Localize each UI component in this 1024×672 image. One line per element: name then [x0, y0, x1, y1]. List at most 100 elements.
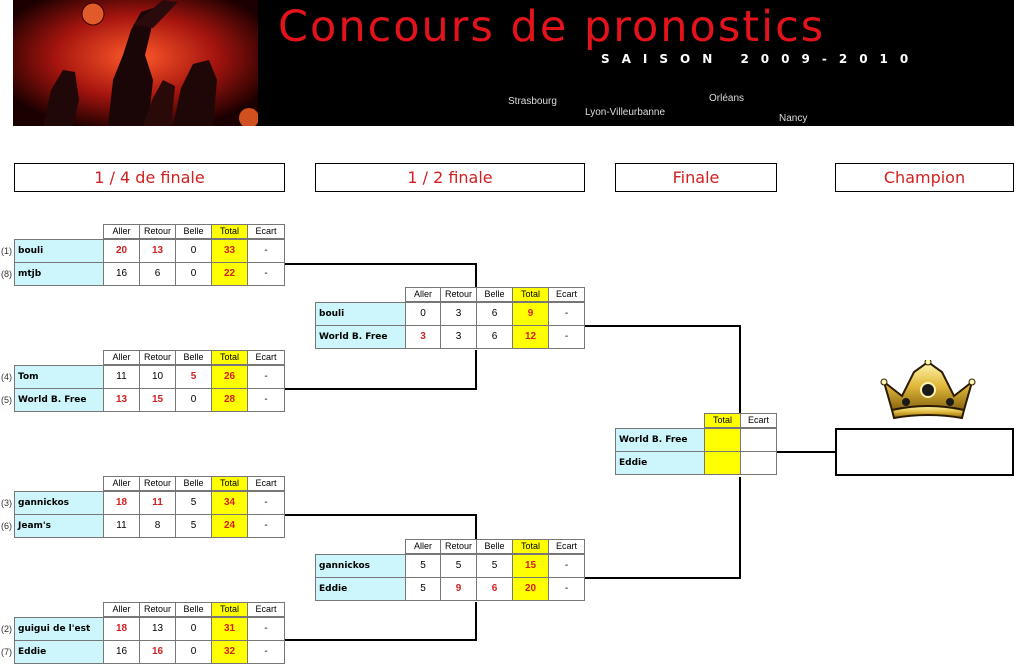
player-name: bouli — [14, 239, 104, 263]
player-name: World B. Free — [615, 428, 705, 452]
score-belle: 6 — [476, 302, 513, 326]
player-name: gannickos — [14, 491, 104, 515]
score-total: 22 — [211, 262, 248, 286]
header-banner: Concours de pronostics SAISON 2009-2010 … — [13, 0, 1014, 126]
player-name: gannickos — [315, 554, 406, 578]
score-aller: 20 — [103, 239, 140, 263]
player-name: World B. Free — [14, 388, 104, 412]
col-belle: Belle — [175, 350, 212, 365]
score-aller: 16 — [103, 262, 140, 286]
score-belle: 0 — [175, 262, 212, 286]
col-aller: Aller — [405, 539, 441, 554]
score-aller: 5 — [405, 577, 441, 601]
score-total — [704, 428, 741, 452]
col-retour: Retour — [139, 224, 176, 239]
col-retour: Retour — [139, 602, 176, 617]
seed-label: (4) — [1, 372, 12, 382]
score-total: 33 — [211, 239, 248, 263]
score-aller: 16 — [103, 640, 140, 664]
score-ecart: - — [247, 514, 285, 538]
score-retour: 3 — [440, 302, 477, 326]
score-belle: 5 — [476, 554, 513, 578]
score-total — [704, 451, 741, 475]
col-retour: Retour — [440, 287, 477, 302]
score-retour: 5 — [440, 554, 477, 578]
score-retour: 8 — [139, 514, 176, 538]
banner-title: Concours de pronostics — [278, 2, 826, 52]
col-aller: Aller — [103, 350, 140, 365]
player-name: Jeam's — [14, 514, 104, 538]
col-aller: Aller — [103, 224, 140, 239]
score-total: 26 — [211, 365, 248, 389]
score-total: 31 — [211, 617, 248, 641]
score-ecart: - — [247, 388, 285, 412]
score-ecart: - — [548, 325, 585, 349]
score-aller: 5 — [405, 554, 441, 578]
score-retour: 16 — [139, 640, 176, 664]
col-ecart: Ecart — [247, 602, 285, 617]
col-total: Total — [704, 413, 741, 428]
score-total: 32 — [211, 640, 248, 664]
player-name: Tom — [14, 365, 104, 389]
col-ecart: Ecart — [247, 476, 285, 491]
champion-box — [835, 428, 1014, 476]
col-total: Total — [512, 539, 549, 554]
col-ecart: Ecart — [548, 539, 585, 554]
score-retour: 6 — [139, 262, 176, 286]
col-total: Total — [211, 602, 248, 617]
seed-label: (3) — [1, 498, 12, 508]
score-ecart: - — [247, 365, 285, 389]
col-belle: Belle — [175, 224, 212, 239]
col-retour: Retour — [139, 476, 176, 491]
score-ecart: - — [247, 262, 285, 286]
score-belle: 5 — [175, 365, 212, 389]
round-header-quarterfinal: 1 / 4 de finale — [14, 163, 285, 192]
score-belle: 5 — [175, 514, 212, 538]
score-total: 28 — [211, 388, 248, 412]
player-name: bouli — [315, 302, 406, 326]
score-retour: 13 — [139, 617, 176, 641]
score-retour: 11 — [139, 491, 176, 515]
score-aller: 11 — [103, 514, 140, 538]
basketball-players-artwork — [13, 0, 258, 126]
score-total: 15 — [512, 554, 549, 578]
city-label: Lyon-Villeurbanne — [585, 107, 666, 118]
score-total: 24 — [211, 514, 248, 538]
col-retour: Retour — [139, 350, 176, 365]
score-ecart: - — [548, 554, 585, 578]
score-belle: 6 — [476, 577, 513, 601]
player-name: Eddie — [315, 577, 406, 601]
seed-label: (2) — [1, 624, 12, 634]
seed-label: (7) — [1, 647, 12, 657]
score-retour: 9 — [440, 577, 477, 601]
banner-season: SAISON 2009-2010 — [601, 52, 921, 66]
score-total: 34 — [211, 491, 248, 515]
score-retour: 15 — [139, 388, 176, 412]
seed-label: (1) — [1, 246, 12, 256]
score-belle: 0 — [175, 640, 212, 664]
score-belle: 6 — [476, 325, 513, 349]
player-name: Eddie — [14, 640, 104, 664]
col-ecart: Ecart — [548, 287, 585, 302]
col-total: Total — [211, 476, 248, 491]
score-aller: 13 — [103, 388, 140, 412]
col-belle: Belle — [175, 476, 212, 491]
score-ecart: - — [548, 577, 585, 601]
seed-label: (5) — [1, 395, 12, 405]
score-belle: 5 — [175, 491, 212, 515]
score-ecart: - — [247, 239, 285, 263]
city-label: Nancy — [779, 113, 808, 124]
player-name: Eddie — [615, 451, 705, 475]
score-ecart — [740, 451, 777, 475]
col-aller: Aller — [103, 602, 140, 617]
score-belle: 0 — [175, 388, 212, 412]
col-belle: Belle — [476, 539, 513, 554]
round-header-semifinal: 1 / 2 finale — [315, 163, 585, 192]
score-ecart: - — [247, 640, 285, 664]
score-ecart: - — [548, 302, 585, 326]
seed-label: (8) — [1, 269, 12, 279]
round-header-champion: Champion — [835, 163, 1014, 192]
score-belle: 0 — [175, 617, 212, 641]
score-total: 12 — [512, 325, 549, 349]
score-retour: 13 — [139, 239, 176, 263]
